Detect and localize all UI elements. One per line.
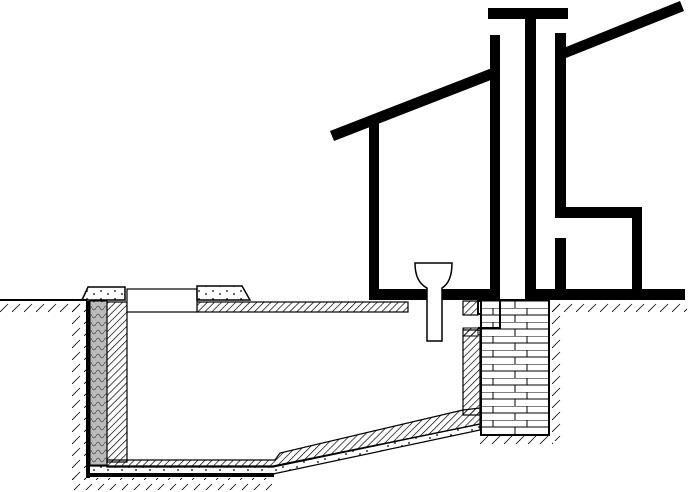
roof-right xyxy=(566,1,684,58)
access-cover-block-left xyxy=(80,286,126,301)
soil-hatch-foundation-bottom xyxy=(478,436,553,446)
cubicle-back-wall xyxy=(490,35,500,300)
pit-bottom-liner xyxy=(86,473,274,477)
pit-access-opening xyxy=(126,288,198,313)
soil-hatch-left-surface xyxy=(0,302,85,316)
roof-left xyxy=(330,68,496,141)
soil-hatch-bottom xyxy=(72,478,272,490)
pit-gravel-layer xyxy=(89,300,108,466)
toilet-pan xyxy=(414,262,453,342)
vent-pipe-wall-left xyxy=(525,19,536,290)
bench-top xyxy=(555,207,642,218)
vent-pipe-wall-right-upper xyxy=(555,33,566,218)
vent-pipe-cap xyxy=(488,8,568,19)
foundation-step xyxy=(478,300,501,329)
pit-left-outer-liner xyxy=(86,301,90,478)
left-wall xyxy=(369,123,379,300)
pit-cover-slab xyxy=(196,301,409,313)
pit xyxy=(80,285,498,478)
floor-slab-right xyxy=(525,289,685,300)
pit-right-wall xyxy=(462,329,481,416)
pit-left-wall xyxy=(106,301,128,463)
brick-foundation xyxy=(480,299,550,436)
ground xyxy=(0,299,687,490)
superstructure xyxy=(330,1,685,300)
soil-hatch-right-surface xyxy=(552,301,687,315)
slab-support-hatch xyxy=(462,300,479,316)
pipe-outlet-hatch xyxy=(462,327,479,337)
access-cover-block-right xyxy=(196,285,252,301)
soil-hatch-left-side xyxy=(72,302,86,482)
soil-hatch-right-side xyxy=(550,301,564,441)
bench-leg xyxy=(632,207,642,290)
vent-pipe-wall-right-lower xyxy=(555,238,566,290)
